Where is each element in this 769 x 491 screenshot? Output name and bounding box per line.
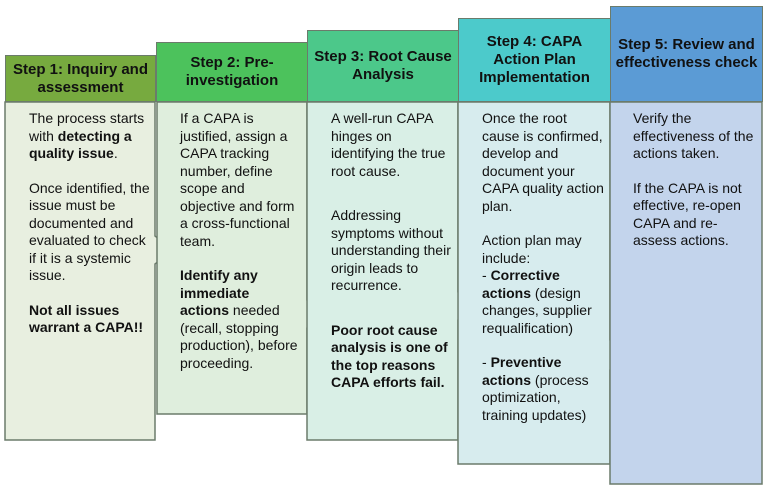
step2-title: Step 2: Pre-investigation xyxy=(185,54,279,89)
step2-text: If a CAPA is justified, assign a CAPA tr… xyxy=(180,110,302,389)
step5-header: Step 5: Review and effectiveness check xyxy=(610,6,763,102)
step3-title: Step 3: Root Cause Analysis xyxy=(314,48,452,83)
step5-paragraph-1: Verify the effectiveness of the actions … xyxy=(633,110,754,161)
step4-text: Once the root cause is confirmed, develo… xyxy=(482,110,606,424)
step3-header: Step 3: Root Cause Analysis xyxy=(307,30,459,102)
step4-paragraph-1: Once the root cause is confirmed, develo… xyxy=(482,110,604,214)
step1-title: Step 1: Inquiry and assessment xyxy=(12,60,148,96)
step4-header: Step 4: CAPA Action Plan Implementation xyxy=(458,18,611,102)
step3-paragraph-1: A well-run CAPA hinges on identifying th… xyxy=(331,110,446,179)
step5-body-panel xyxy=(609,101,763,485)
step3-paragraph-2: Addressing symptoms without understandin… xyxy=(331,207,451,293)
step4-paragraph-4: - Preventive actions (process optimizati… xyxy=(482,354,589,423)
step4-title: Step 4: CAPA Action Plan Implementation xyxy=(479,33,590,86)
step5-title: Step 5: Review and effectiveness check xyxy=(615,36,758,71)
step2-paragraph-1: If a CAPA is justified, assign a CAPA tr… xyxy=(180,110,295,249)
step1-paragraph-1: The process starts with detecting a qual… xyxy=(29,110,145,161)
step3-paragraph-3: Poor root cause analysis is one of the t… xyxy=(331,321,448,391)
step1-text: The process starts with detecting a qual… xyxy=(29,110,151,354)
step1-paragraph-2: Once identified, the issue must be docum… xyxy=(29,179,150,284)
step4-paragraph-2: Action plan may include: xyxy=(482,232,582,266)
step5-text: Verify the effectiveness of the actions … xyxy=(633,110,757,267)
step3-text: A well-run CAPA hinges on identifying th… xyxy=(331,110,453,409)
step1-paragraph-3: Not all issues warrant a CAPA!! xyxy=(29,301,144,336)
step2-header: Step 2: Pre-investigation xyxy=(156,42,308,102)
step1-header: Step 1: Inquiry and assessment xyxy=(5,55,156,102)
step5-paragraph-2: If the CAPA is not effective, re-open CA… xyxy=(633,179,742,249)
step4-paragraph-3: - Corrective actions (design changes, su… xyxy=(482,267,592,336)
step2-paragraph-2: Identify any immediate actions needed (r… xyxy=(180,267,298,371)
